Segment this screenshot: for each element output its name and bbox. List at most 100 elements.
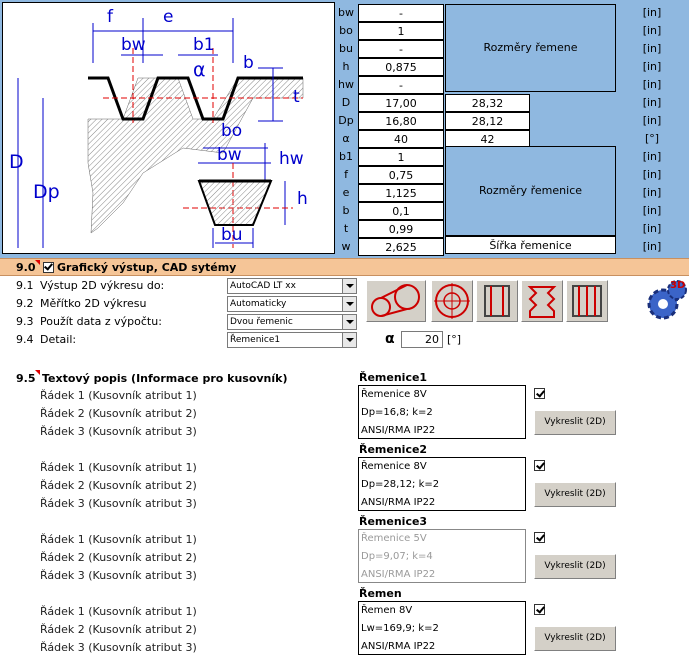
multi-groove-icon bbox=[572, 285, 602, 317]
label-hw: hw bbox=[279, 149, 304, 169]
pulley-grooves-button[interactable] bbox=[521, 280, 563, 322]
attribute-label: Řádek 1 (Kusovník atribut 1) bbox=[40, 533, 197, 546]
part-include-checkbox[interactable] bbox=[534, 532, 545, 543]
alpha-input[interactable]: 20 bbox=[401, 331, 443, 348]
param-value-2[interactable]: 42 bbox=[445, 130, 530, 148]
chevron-down-icon[interactable] bbox=[342, 315, 356, 329]
draw-2d-button[interactable]: Vykreslit (2D) bbox=[534, 410, 616, 435]
part-include-checkbox[interactable] bbox=[534, 604, 545, 615]
param-value[interactable]: 2,625 bbox=[358, 238, 444, 256]
attribute-label: Řádek 2 (Kusovník atribut 2) bbox=[40, 623, 197, 636]
row-number: 9.4 bbox=[16, 333, 34, 346]
pulley-multi-groove-button[interactable] bbox=[566, 280, 608, 322]
label-bw: bw bbox=[121, 35, 146, 55]
param-label: Dp bbox=[338, 114, 354, 127]
row-number: 9.3 bbox=[16, 315, 34, 328]
chevron-down-icon[interactable] bbox=[342, 297, 356, 311]
param-unit: [in] bbox=[642, 222, 662, 235]
label-b: b bbox=[243, 53, 254, 73]
row-select-value: Řemenice1 bbox=[230, 335, 281, 345]
param-value[interactable]: 40 bbox=[358, 130, 444, 148]
param-unit: [in] bbox=[642, 186, 662, 199]
attribute-label: Řádek 1 (Kusovník atribut 1) bbox=[40, 461, 197, 474]
3d-cad-button[interactable]: 3D bbox=[643, 280, 687, 322]
pulley-width-label: Šířka řemenice bbox=[489, 239, 572, 252]
draw-2d-button[interactable]: Vykreslit (2D) bbox=[534, 482, 616, 507]
part-include-checkbox[interactable] bbox=[534, 388, 545, 399]
transmission-icon bbox=[371, 284, 420, 317]
part-include-checkbox[interactable] bbox=[534, 460, 545, 471]
pulley-diagram: f e bw b1 α b t D Dp bo bw hw h bu bbox=[2, 2, 335, 254]
label-t: t bbox=[293, 87, 300, 107]
param-value[interactable]: 0,99 bbox=[358, 220, 444, 238]
param-unit: [in] bbox=[642, 6, 662, 19]
graphic-output-checkbox[interactable] bbox=[43, 262, 54, 273]
param-value[interactable]: 0,875 bbox=[358, 58, 444, 76]
param-value[interactable]: 0,1 bbox=[358, 202, 444, 220]
row-number: 9.1 bbox=[16, 279, 34, 292]
param-unit: [in] bbox=[642, 150, 662, 163]
param-unit: [in] bbox=[642, 24, 662, 37]
part-line-2: Dp=28,12; k=2 bbox=[361, 479, 440, 490]
gear-3d-icon bbox=[647, 280, 687, 320]
label-D: D bbox=[9, 151, 24, 173]
attribute-label: Řádek 2 (Kusovník atribut 2) bbox=[40, 479, 197, 492]
param-value[interactable]: 1 bbox=[358, 148, 444, 166]
pulley-dimensions-label: Rozměry řemenice bbox=[478, 184, 583, 197]
pulley-front-view-button[interactable] bbox=[431, 280, 473, 322]
row-select-value: Automaticky bbox=[230, 299, 287, 309]
part-line-1: Řemenice 8V bbox=[361, 389, 427, 400]
pulley-width-group: Šířka řemenice bbox=[445, 236, 616, 254]
param-label: b bbox=[342, 204, 350, 217]
part-line-3: ANSI/RMA IP22 bbox=[361, 569, 436, 580]
param-value[interactable]: - bbox=[358, 40, 444, 58]
attribute-label: Řádek 3 (Kusovník atribut 3) bbox=[40, 425, 197, 438]
param-value[interactable]: 1 bbox=[358, 22, 444, 40]
row-select[interactable]: AutoCAD LT xx bbox=[227, 278, 357, 294]
param-value[interactable]: 0,75 bbox=[358, 166, 444, 184]
row-select[interactable]: Dvou řemenic bbox=[227, 314, 357, 330]
row-label: Detail: bbox=[40, 333, 77, 346]
draw-2d-button[interactable]: Vykreslit (2D) bbox=[534, 554, 616, 579]
label-e: e bbox=[163, 7, 174, 27]
part-line-3: ANSI/RMA IP22 bbox=[361, 497, 436, 508]
param-value[interactable]: - bbox=[358, 76, 444, 94]
part-line-2: Dp=16,8; k=2 bbox=[361, 407, 433, 418]
param-value-2[interactable]: 28,12 bbox=[445, 112, 530, 130]
label-bo: bo bbox=[221, 121, 243, 141]
row-select-value: Dvou řemenic bbox=[230, 317, 293, 327]
param-unit: [in] bbox=[642, 96, 662, 109]
chevron-down-icon[interactable] bbox=[342, 333, 356, 347]
section-9-5-title: Textový popis (Informace pro kusovník) bbox=[42, 372, 288, 385]
comment-flag bbox=[35, 260, 40, 265]
part-line-3: ANSI/RMA IP22 bbox=[361, 641, 436, 652]
label-h: h bbox=[297, 189, 308, 209]
param-value-2[interactable]: 28,32 bbox=[445, 94, 530, 112]
param-value[interactable]: 1,125 bbox=[358, 184, 444, 202]
pulley-transmission-button[interactable] bbox=[366, 280, 426, 322]
row-select[interactable]: Řemenice1 bbox=[227, 332, 357, 348]
row-select[interactable]: Automaticky bbox=[227, 296, 357, 312]
pulley-section-button[interactable] bbox=[476, 280, 518, 322]
chevron-down-icon[interactable] bbox=[342, 279, 356, 293]
label-alpha: α bbox=[193, 59, 206, 81]
draw-2d-button[interactable]: Vykreslit (2D) bbox=[534, 626, 616, 651]
attribute-label: Řádek 3 (Kusovník atribut 3) bbox=[40, 497, 197, 510]
param-label: t bbox=[343, 222, 349, 235]
pulley-grooves-icon bbox=[527, 286, 557, 318]
param-value[interactable]: 17,00 bbox=[358, 94, 444, 112]
param-unit: [in] bbox=[642, 204, 662, 217]
part-line-3: ANSI/RMA IP22 bbox=[361, 425, 436, 436]
part-title: Řemen bbox=[359, 587, 402, 600]
param-unit: [in] bbox=[642, 42, 662, 55]
param-value[interactable]: 16,80 bbox=[358, 112, 444, 130]
section-9-5-number: 9.5 bbox=[16, 372, 36, 385]
param-label: f bbox=[344, 168, 348, 181]
param-unit: [in] bbox=[642, 78, 662, 91]
attribute-label: Řádek 3 (Kusovník atribut 3) bbox=[40, 569, 197, 582]
param-value[interactable]: - bbox=[358, 4, 444, 22]
